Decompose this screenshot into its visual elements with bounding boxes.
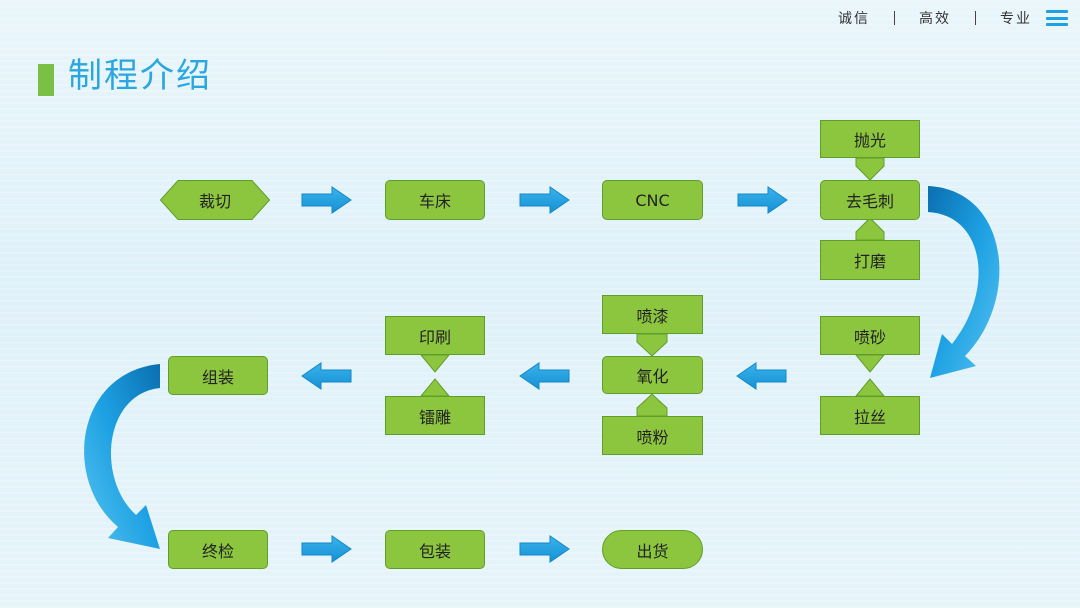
node-grind[interactable]: 打磨 (820, 240, 920, 280)
divider (894, 11, 895, 25)
arrow-down-polish (855, 157, 885, 181)
arrow-right-1 (301, 186, 352, 214)
node-deburr[interactable]: 去毛刺 (820, 180, 920, 220)
node-cut-label: 裁切 (198, 192, 231, 211)
arrow-right-3 (737, 186, 788, 214)
tag-professional: 专业 (1000, 11, 1032, 27)
arrow-right-5 (519, 535, 570, 563)
node-assemble[interactable]: 组装 (168, 356, 268, 395)
hexagon-shape (160, 180, 270, 220)
node-sandblast[interactable]: 喷砂 (820, 316, 920, 355)
node-powder[interactable]: 喷粉 (602, 416, 703, 455)
node-ship[interactable]: 出货 (602, 530, 703, 569)
arrow-left-1 (736, 362, 787, 390)
node-engrave[interactable]: 镭雕 (385, 396, 485, 435)
tag-integrity: 诚信 (838, 11, 870, 27)
arrow-down-paint (636, 333, 668, 357)
node-print[interactable]: 印刷 (385, 316, 485, 355)
arrow-up-powder (636, 393, 668, 417)
node-paint[interactable]: 喷漆 (602, 295, 703, 334)
arrow-left-3 (301, 362, 352, 390)
arrow-up-wiredraw (854, 378, 886, 397)
tag-efficiency: 高效 (919, 11, 951, 27)
hamburger-menu-icon[interactable] (1046, 10, 1068, 26)
divider (975, 11, 976, 25)
node-cnc[interactable]: CNC (602, 180, 703, 220)
arrow-right-2 (519, 186, 570, 214)
arrow-left-2 (519, 362, 570, 390)
arrow-up-grind (855, 217, 885, 241)
curved-arrow-left (84, 364, 160, 549)
arrow-up-engrave (419, 378, 451, 397)
curved-arrow-right (928, 186, 1000, 378)
node-cut[interactable]: 裁切 (160, 180, 270, 220)
node-oxidize[interactable]: 氧化 (602, 356, 703, 394)
arrow-down-print (419, 354, 451, 373)
node-pack[interactable]: 包装 (385, 530, 485, 569)
header-bar: 诚信 高效 专业 (838, 8, 1068, 28)
arrow-right-4 (301, 535, 352, 563)
node-inspect[interactable]: 终检 (168, 530, 268, 569)
node-lathe[interactable]: 车床 (385, 180, 485, 220)
node-polish[interactable]: 抛光 (820, 120, 920, 158)
arrow-down-sandblast (854, 354, 886, 373)
page-title: 制程介绍 (68, 56, 212, 96)
title-accent-bar (38, 64, 54, 96)
node-wiredraw[interactable]: 拉丝 (820, 396, 920, 435)
